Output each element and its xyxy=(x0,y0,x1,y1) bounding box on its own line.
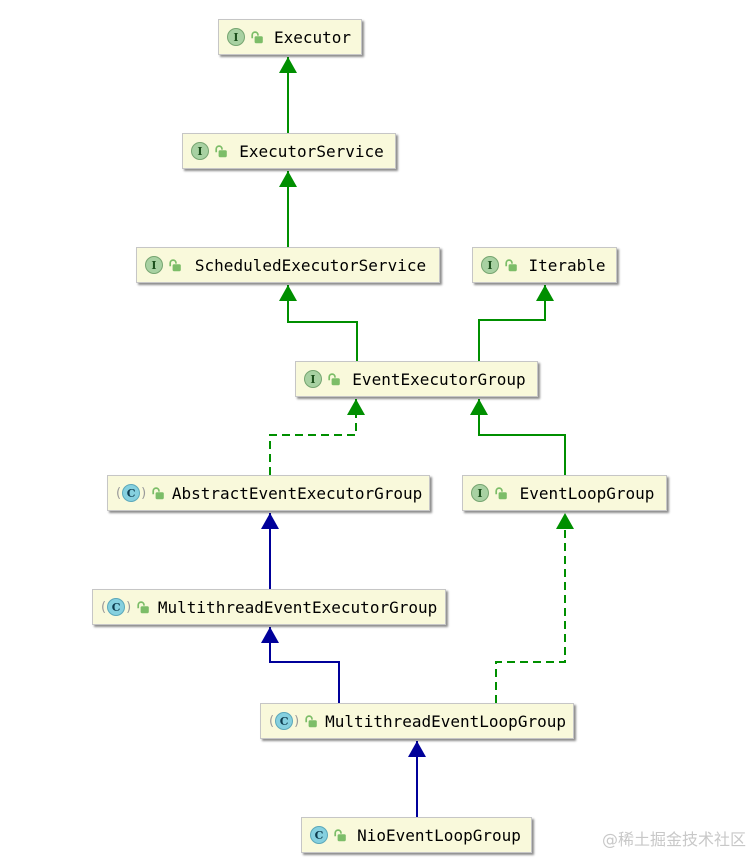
lock-open-icon xyxy=(137,601,149,614)
interface-icon: I xyxy=(304,370,322,388)
class-node-nioeventloopgroup[interactable]: C NioEventLoopGroup xyxy=(301,817,532,853)
lock-open-icon xyxy=(152,487,164,500)
class-name-label: Executor xyxy=(273,27,352,47)
class-name-label: NioEventLoopGroup xyxy=(357,825,521,845)
edge-eventexecutorgroup-to-iterable xyxy=(478,285,554,361)
class-name-label: EventLoopGroup xyxy=(519,483,655,503)
class-name-label: Iterable xyxy=(528,255,606,275)
edge-abstracteventexecutorgroup-to-eventexecutorgroup xyxy=(269,399,365,475)
interface-icon: I xyxy=(481,256,499,274)
class-node-iterable[interactable]: I Iterable xyxy=(472,247,617,283)
class-node-abstracteventexecutorgroup[interactable]: C AbstractEventExecutorGroup xyxy=(107,475,430,511)
class-node-multithreadeventexecutorgroup[interactable]: C MultithreadEventExecutorGroup xyxy=(92,589,446,625)
interface-icon: I xyxy=(471,484,489,502)
abstract-class-icon: C xyxy=(116,484,146,502)
class-node-scheduledexecutorservice[interactable]: I ScheduledExecutorService xyxy=(136,247,440,283)
lock-open-icon xyxy=(251,31,263,44)
class-name-label: ExecutorService xyxy=(239,141,384,161)
abstract-class-icon: C xyxy=(101,598,131,616)
class-node-executorservice[interactable]: I ExecutorService xyxy=(182,133,396,169)
lock-open-icon xyxy=(328,373,340,386)
interface-icon: I xyxy=(191,142,209,160)
lock-open-icon xyxy=(169,259,181,272)
class-name-label: AbstractEventExecutorGroup xyxy=(171,483,423,503)
abstract-class-icon: C xyxy=(269,712,299,730)
class-name-label: MultithreadEventExecutorGroup xyxy=(157,597,438,617)
edge-eventexecutorgroup-to-scheduledexecutorservice xyxy=(279,285,358,361)
lock-open-icon xyxy=(215,145,227,158)
class-node-eventloopgroup[interactable]: I EventLoopGroup xyxy=(462,475,667,511)
interface-icon: I xyxy=(145,256,163,274)
class-node-multithreadeventloopgroup[interactable]: C MultithreadEventLoopGroup xyxy=(260,703,574,739)
watermark-text: @稀土掘金技术社区 xyxy=(601,830,746,849)
edge-eventloopgroup-to-eventexecutorgroup xyxy=(470,399,566,475)
class-name-label: ScheduledExecutorService xyxy=(194,255,427,275)
class-name-label: MultithreadEventLoopGroup xyxy=(325,711,566,731)
class-node-eventexecutorgroup[interactable]: I EventExecutorGroup xyxy=(295,361,538,397)
edge-multithreadeventloopgroup-to-multithreadeventexecutorgroup xyxy=(261,627,340,703)
lock-open-icon xyxy=(334,829,346,842)
lock-open-icon xyxy=(495,487,507,500)
lock-open-icon xyxy=(505,259,517,272)
class-node-executor[interactable]: I Executor xyxy=(218,19,362,55)
class-icon: C xyxy=(310,826,328,844)
class-name-label: EventExecutorGroup xyxy=(352,369,526,389)
lock-open-icon xyxy=(305,715,317,728)
interface-icon: I xyxy=(227,28,245,46)
edge-multithreadeventloopgroup-to-eventloopgroup xyxy=(495,513,574,703)
